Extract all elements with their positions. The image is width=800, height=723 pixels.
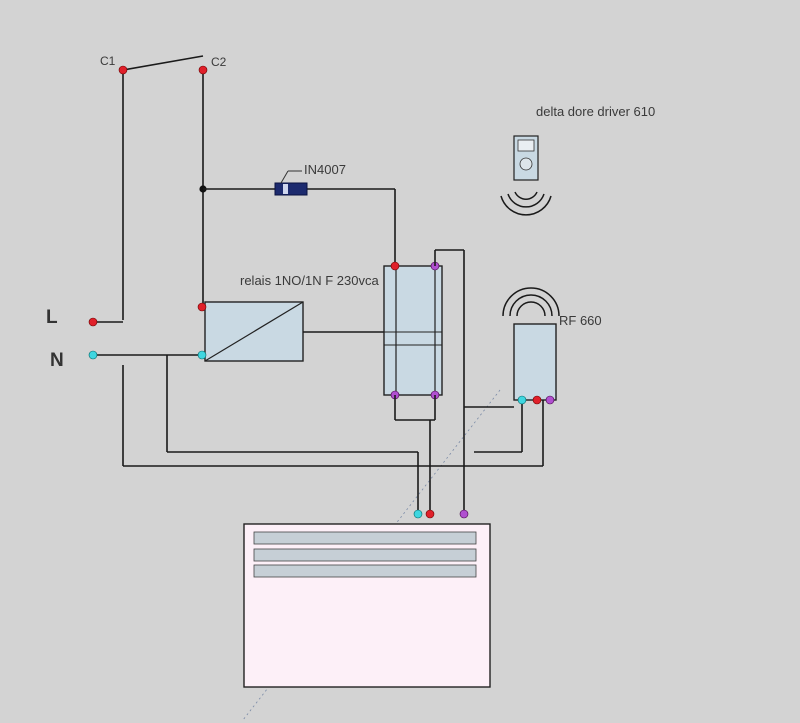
radiator-terminal-purple <box>459 509 469 519</box>
terminal-c2 <box>198 65 208 75</box>
label-c2: C2 <box>211 55 227 69</box>
label-diode: IN4007 <box>304 162 346 177</box>
terminal-neutral <box>88 350 98 360</box>
relay-terminal-red <box>197 302 207 312</box>
label-live: L <box>46 307 58 328</box>
remote-control-icon: delta dore driver 610 <box>500 104 655 216</box>
contact-terminal-red <box>390 261 400 271</box>
relay-terminal-cyan <box>197 350 207 360</box>
rf-terminal-cyan <box>517 395 527 405</box>
rf-terminal-red <box>532 395 542 405</box>
terminal-live <box>88 317 98 327</box>
contact-block <box>383 261 443 400</box>
label-neutral: N <box>50 350 64 371</box>
radiator-terminal-cyan <box>413 509 423 519</box>
switch: C1 C2 <box>100 54 227 320</box>
radiator <box>243 509 491 688</box>
diode-icon <box>274 182 308 196</box>
label-c1: C1 <box>100 54 116 68</box>
label-relay: relais 1NO/1N F 230vca <box>240 273 379 288</box>
label-remote: delta dore driver 610 <box>536 104 655 119</box>
terminal-c1 <box>118 65 128 75</box>
label-receiver: RF 660 <box>559 313 602 328</box>
radiator-terminal-red <box>425 509 435 519</box>
supply: L N <box>46 307 203 371</box>
relay: relais 1NO/1N F 230vca <box>197 273 384 362</box>
rf-terminal-purple <box>545 395 555 405</box>
rf-receiver: RF 660 <box>502 287 602 466</box>
radio-waves-icon <box>502 287 560 317</box>
diode-branch: IN4007 <box>199 162 396 265</box>
